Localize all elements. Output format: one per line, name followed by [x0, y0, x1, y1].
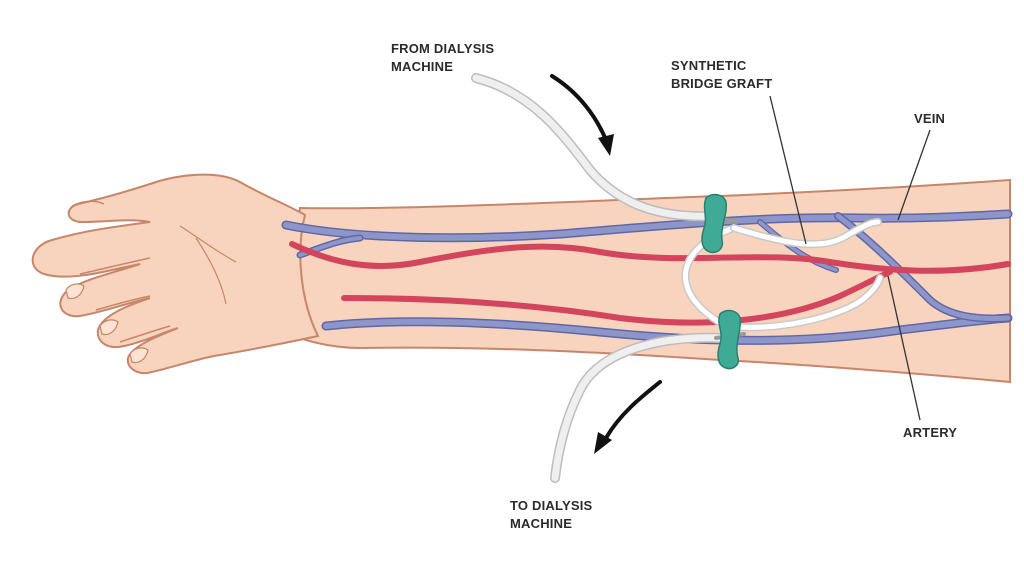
label-line: BRIDGE GRAFT [671, 76, 773, 91]
label-line: SYNTHETIC [671, 58, 747, 73]
label-line: FROM DIALYSIS [391, 41, 495, 56]
label-vein: VEIN [914, 111, 946, 126]
label-to-dialysis-machine: TO DIALYSIS MACHINE [510, 497, 592, 533]
clamp-bottom [717, 309, 742, 370]
upper-artery [289, 241, 1011, 274]
flow-arrow-out [594, 380, 662, 454]
flow-arrow-in [550, 74, 614, 156]
leader-lines [769, 95, 931, 421]
lower-artery [341, 269, 893, 326]
arteries [289, 241, 1011, 326]
tube-from-machine [471, 73, 717, 222]
label-synthetic-bridge-graft: SYNTHETIC BRIDGE GRAFT [671, 57, 772, 93]
graft-leader [769, 95, 807, 245]
label-artery: ARTERY [903, 425, 958, 440]
finger-crease [95, 295, 151, 311]
vein-leader [897, 129, 931, 221]
finger-nail [129, 347, 149, 364]
palm-line [179, 225, 237, 263]
dialysis-tubes [471, 73, 746, 483]
arrowhead-icon [594, 432, 612, 454]
clamp-top [701, 193, 728, 254]
finger-nail [65, 283, 85, 300]
finger-nail [99, 319, 119, 336]
label-line: MACHINE [510, 516, 573, 531]
forearm [278, 178, 1011, 384]
artery-leader [887, 275, 921, 421]
label-from-dialysis-machine: FROM DIALYSIS MACHINE [391, 40, 494, 76]
arrowhead-icon [598, 134, 614, 156]
palm-line [195, 237, 227, 305]
thumb-nail [71, 200, 105, 207]
finger-crease [79, 257, 151, 275]
label-line: TO DIALYSIS [510, 498, 593, 513]
label-line: MACHINE [391, 59, 454, 74]
finger-crease [119, 325, 171, 343]
